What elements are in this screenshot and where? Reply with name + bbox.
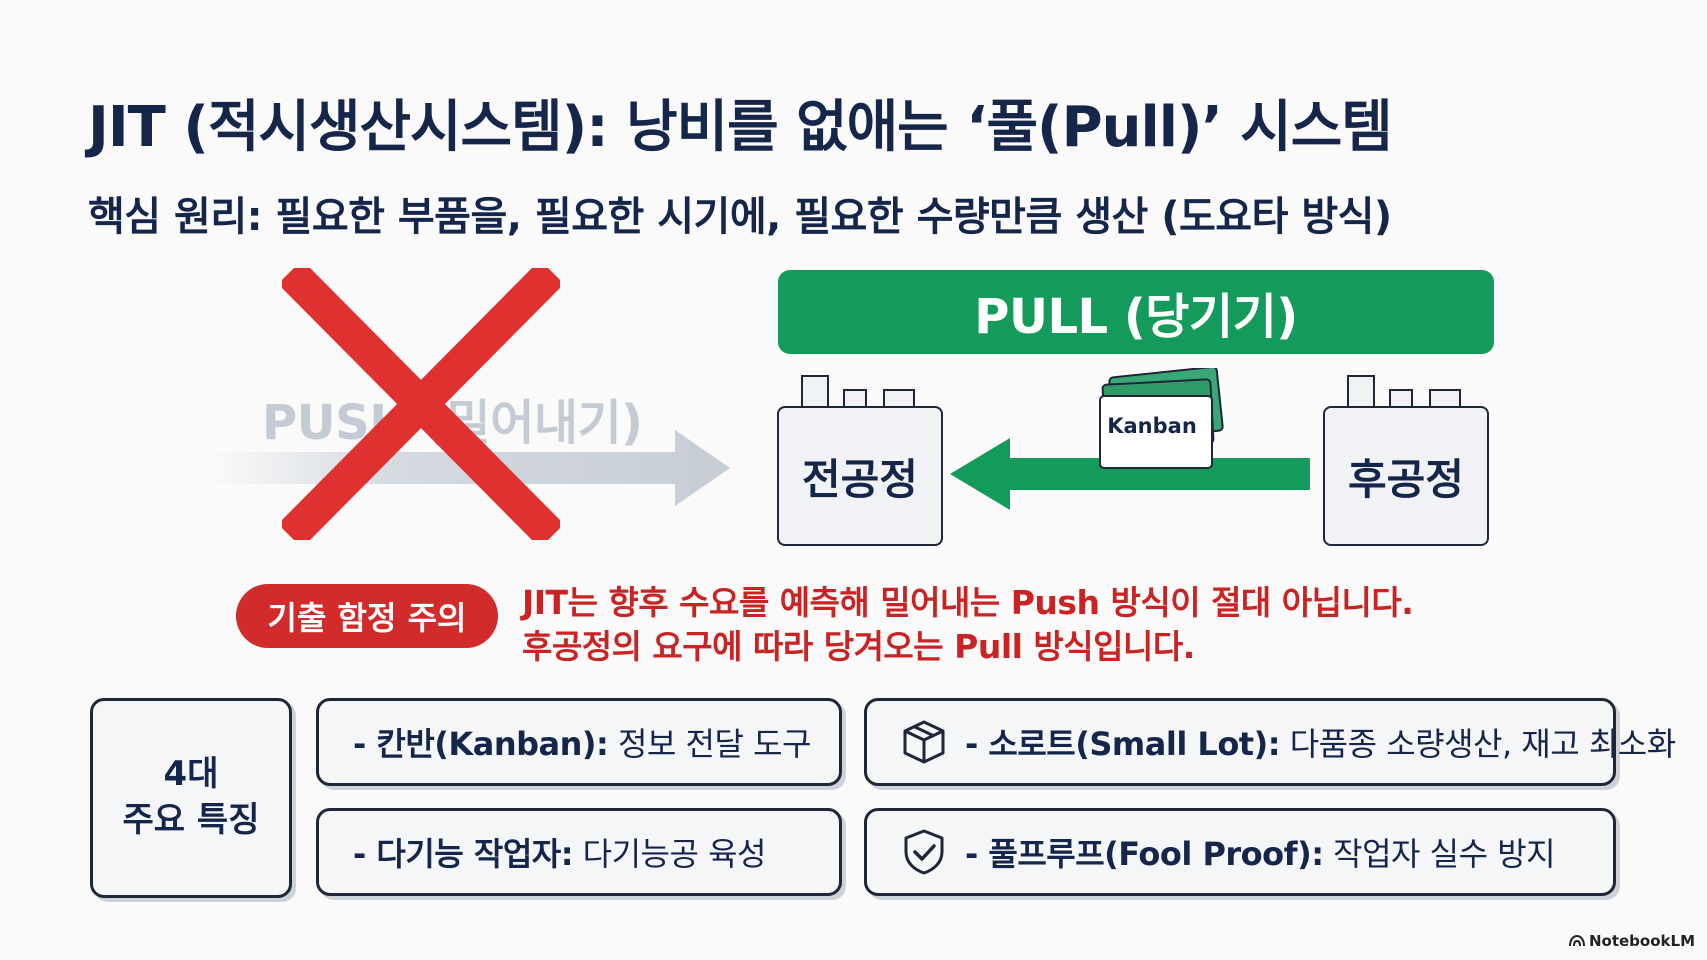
trap-warning-text: JIT는 향후 수요를 예측해 밀어내는 Push 방식이 절대 아닙니다. [522,583,1414,622]
feature-key: - 소로트(Small Lot): [965,725,1281,763]
feature-desc: 다기능공 육성 [582,835,767,873]
factory-chimney-icon [801,375,915,410]
feature-desc: 정보 전달 도구 [617,725,811,763]
features-heading-box: 4대 주요 특징 [90,698,292,898]
cross-out-icon [282,268,560,540]
features-heading: 주요 특징 [122,800,260,840]
front-process-label: 전공정 [802,454,918,504]
box-icon [901,719,947,765]
notebooklm-logo-icon [1568,935,1585,947]
features-heading: 4대 [163,754,219,795]
front-process-box: 전공정 [777,406,943,546]
trap-warning-badge: 기출 함정 주의 [236,584,498,648]
back-process-label: 후공정 [1348,454,1464,504]
feature-card-small-lot: - 소로트(Small Lot): 다품종 소량생산, 재고 최소화 [864,698,1676,786]
feature-key: - 칸반(Kanban): [353,725,609,763]
pull-banner: PULL (당기기) [778,270,1494,354]
brand-watermark: NotebookLM [1568,932,1695,950]
factory-chimney-icon [1347,375,1461,410]
shield-check-icon [901,828,947,876]
back-process-box: 후공정 [1323,406,1489,546]
brand-name: NotebookLM [1588,932,1695,950]
kanban-card-icon [1099,368,1224,469]
feature-key: - 다기능 작업자: [353,835,574,873]
kanban-card-label: Kanban [1107,414,1197,438]
feature-key: - 풀프루프(Fool Proof): [965,835,1324,873]
page-subtitle: 핵심 원리: 필요한 부품을, 필요한 시기에, 필요한 수량만큼 생산 (도요… [88,194,1392,240]
page-title: JIT (적시생산시스템): 낭비를 없애는 ‘풀(Pull)’ 시스템 [88,95,1393,160]
pull-arrow [950,438,1310,510]
trap-warning-text: 후공정의 요구에 따라 당겨오는 Pull 방식입니다. [522,627,1195,666]
feature-card-kanban: - 칸반(Kanban): 정보 전달 도구 [316,698,842,786]
feature-desc: 다품종 소량생산, 재고 최소화 [1289,725,1676,763]
feature-card-fool-proof: - 풀프루프(Fool Proof): 작업자 실수 방지 [864,808,1616,896]
feature-desc: 작업자 실수 방지 [1333,835,1556,873]
feature-card-multiskill: - 다기능 작업자: 다기능공 육성 [316,808,842,896]
